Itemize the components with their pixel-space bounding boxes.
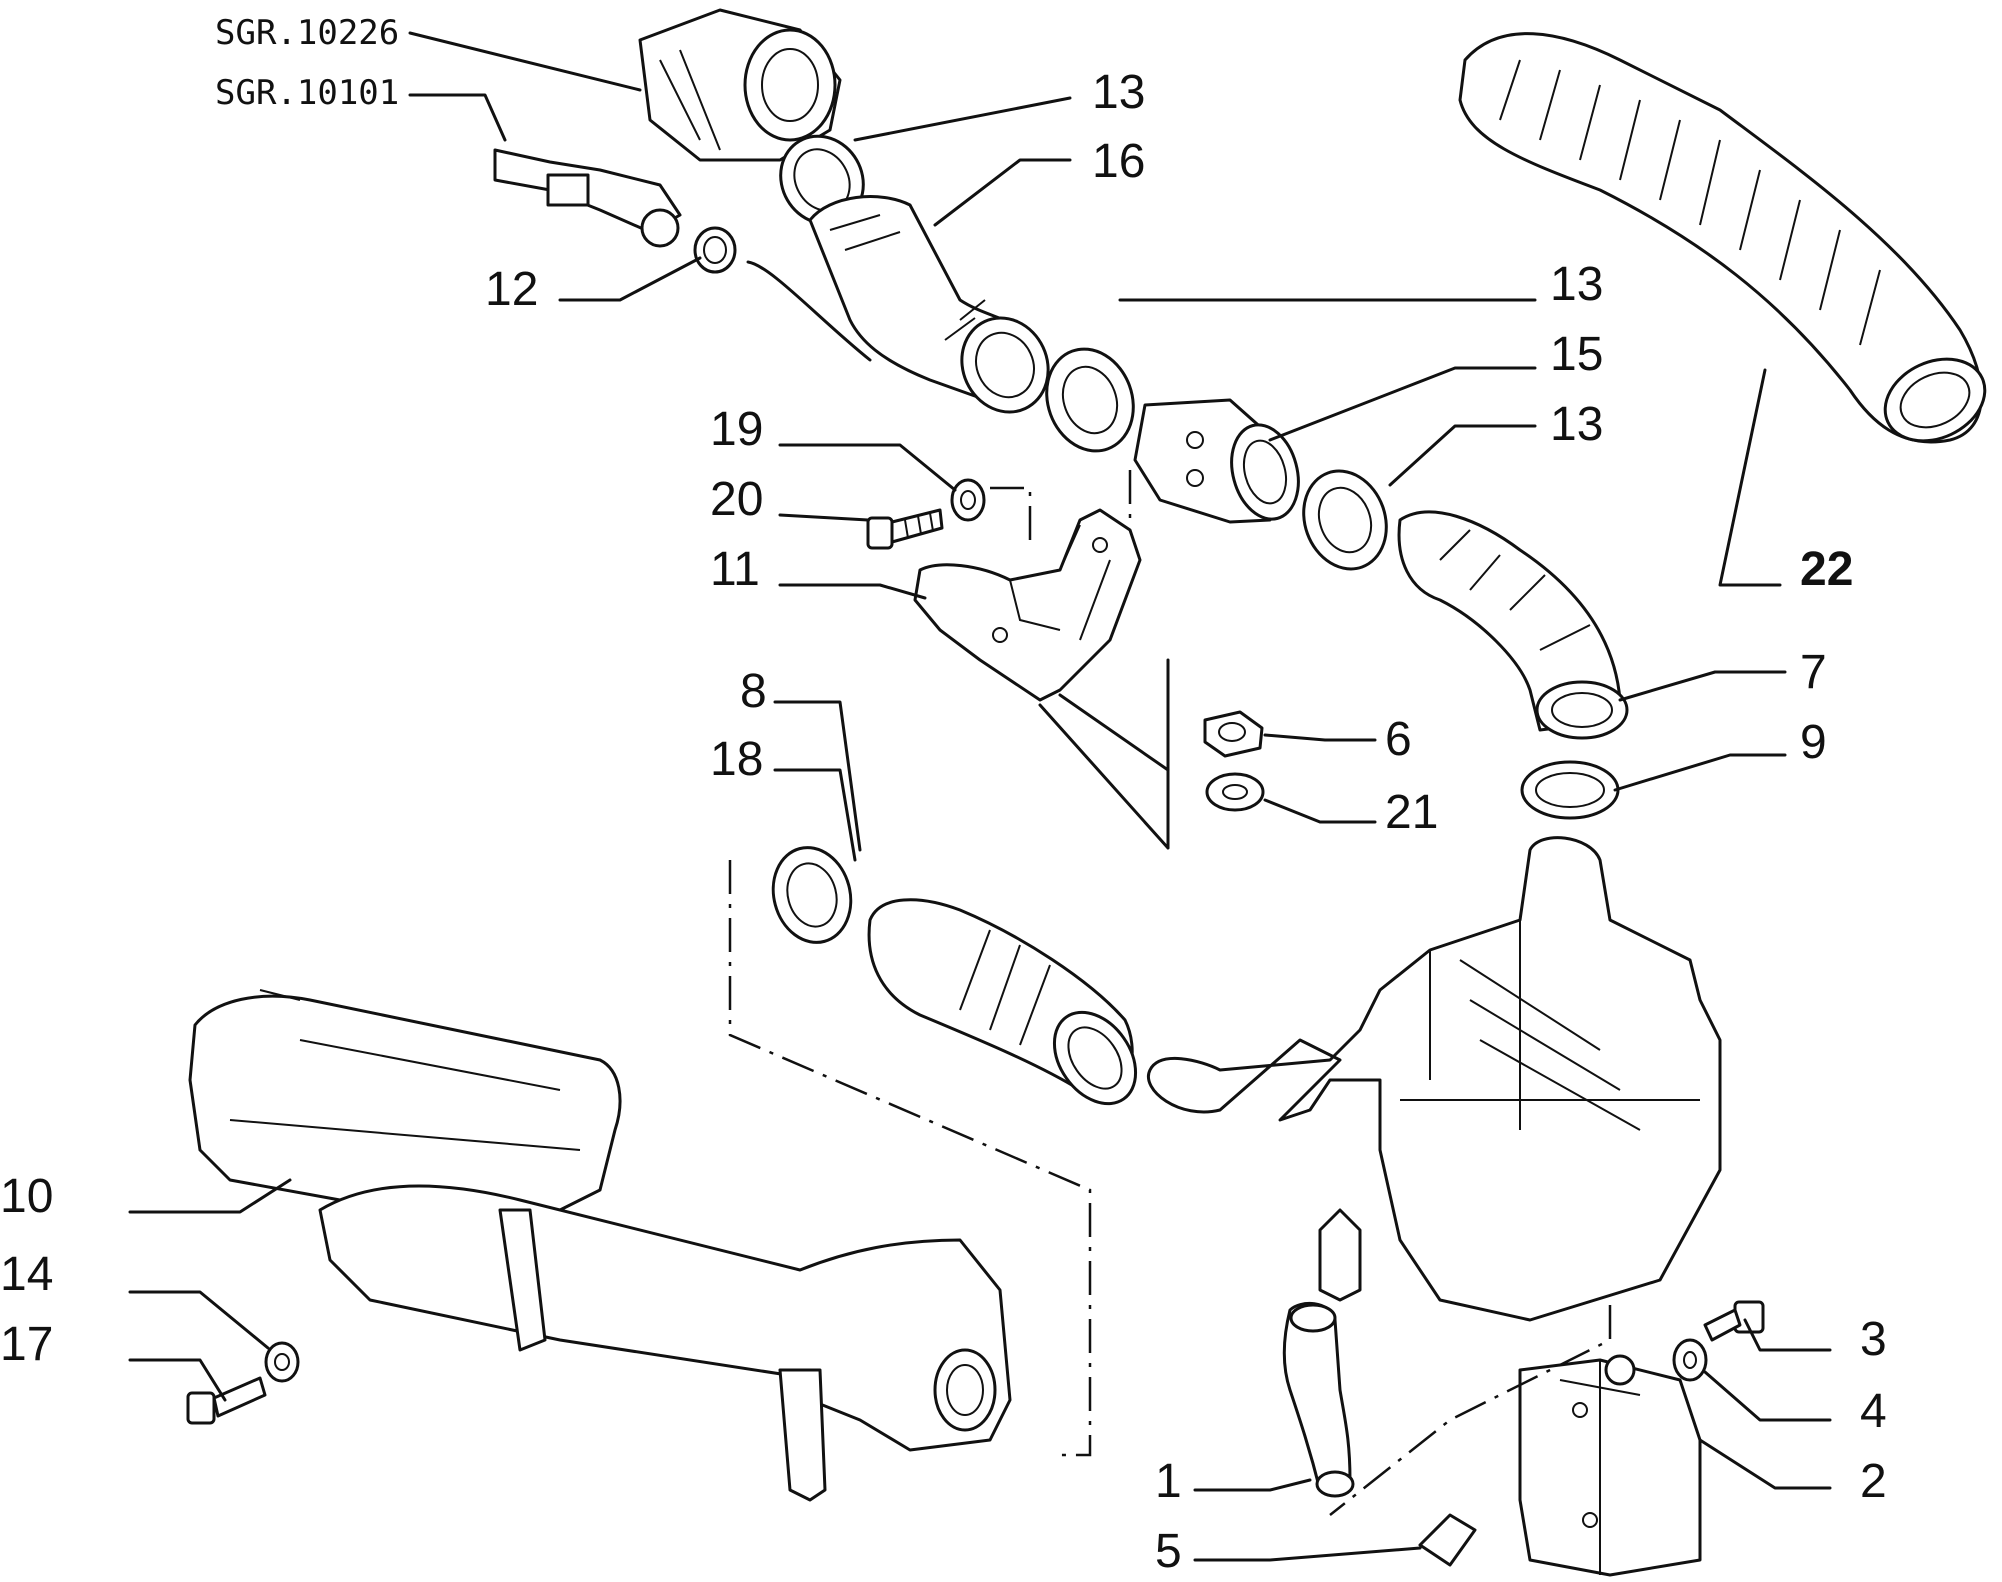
clamp-18 — [771, 846, 853, 944]
label-20: 20 — [710, 473, 763, 526]
label-7: 7 — [1800, 646, 1827, 699]
breather-pipe — [746, 260, 872, 362]
label-21: 21 — [1385, 786, 1438, 839]
label-4: 4 — [1860, 1385, 1887, 1438]
ref-sgr-10226: SGR.10226 — [215, 13, 399, 53]
label-16: 16 — [1092, 135, 1145, 188]
clamp-13-middle — [1045, 347, 1135, 453]
label-13-lower: 13 — [1550, 398, 1603, 451]
bolt-17 — [186, 1376, 267, 1425]
label-22: 22 — [1800, 543, 1853, 596]
label-18: 18 — [710, 733, 763, 786]
corrugated-hose-22 — [1458, 32, 1987, 444]
bolt-20 — [866, 508, 944, 550]
washer-21 — [1205, 772, 1265, 812]
label-8: 8 — [740, 665, 767, 718]
module-2 — [1518, 1354, 1702, 1577]
elbow-hose-7 — [1397, 510, 1629, 740]
label-17: 17 — [0, 1318, 53, 1371]
clamp-9 — [1520, 760, 1620, 820]
leader-lines — [128, 31, 1832, 1562]
clip-5 — [1418, 1513, 1477, 1567]
nut-6 — [1203, 710, 1264, 758]
hose-8 — [867, 898, 1138, 1106]
label-6: 6 — [1385, 713, 1412, 766]
label-5: 5 — [1155, 1525, 1182, 1578]
washer-4 — [1672, 1338, 1708, 1382]
label-13-top: 13 — [1092, 66, 1145, 119]
bracket-11 — [913, 508, 1142, 702]
throttle-body — [638, 8, 842, 162]
label-15: 15 — [1550, 328, 1603, 381]
ref-sgr-10101: SGR.10101 — [215, 73, 399, 113]
intake-hose-16 — [808, 195, 1050, 414]
breather-pipe-1 — [1282, 1301, 1355, 1498]
air-filter-housing — [1146, 836, 1722, 1322]
label-1: 1 — [1155, 1455, 1182, 1508]
clamp-13-lower — [1302, 469, 1388, 571]
idle-hose — [493, 148, 682, 248]
label-10: 10 — [0, 1170, 53, 1223]
label-11: 11 — [710, 543, 760, 596]
label-2: 2 — [1860, 1455, 1887, 1508]
label-12: 12 — [485, 263, 538, 316]
resonator-10 — [188, 989, 1012, 1502]
air-flow-meter-15 — [1133, 398, 1300, 524]
label-13-middle: 13 — [1550, 258, 1603, 311]
clamp-12 — [693, 226, 737, 274]
washer-14 — [264, 1341, 300, 1383]
label-9: 9 — [1800, 716, 1827, 769]
washer-19 — [950, 478, 986, 522]
assembly-lines — [728, 470, 1612, 1516]
label-3: 3 — [1860, 1313, 1887, 1366]
label-19: 19 — [710, 403, 763, 456]
label-14: 14 — [0, 1248, 53, 1301]
bolt-3 — [1703, 1300, 1765, 1342]
